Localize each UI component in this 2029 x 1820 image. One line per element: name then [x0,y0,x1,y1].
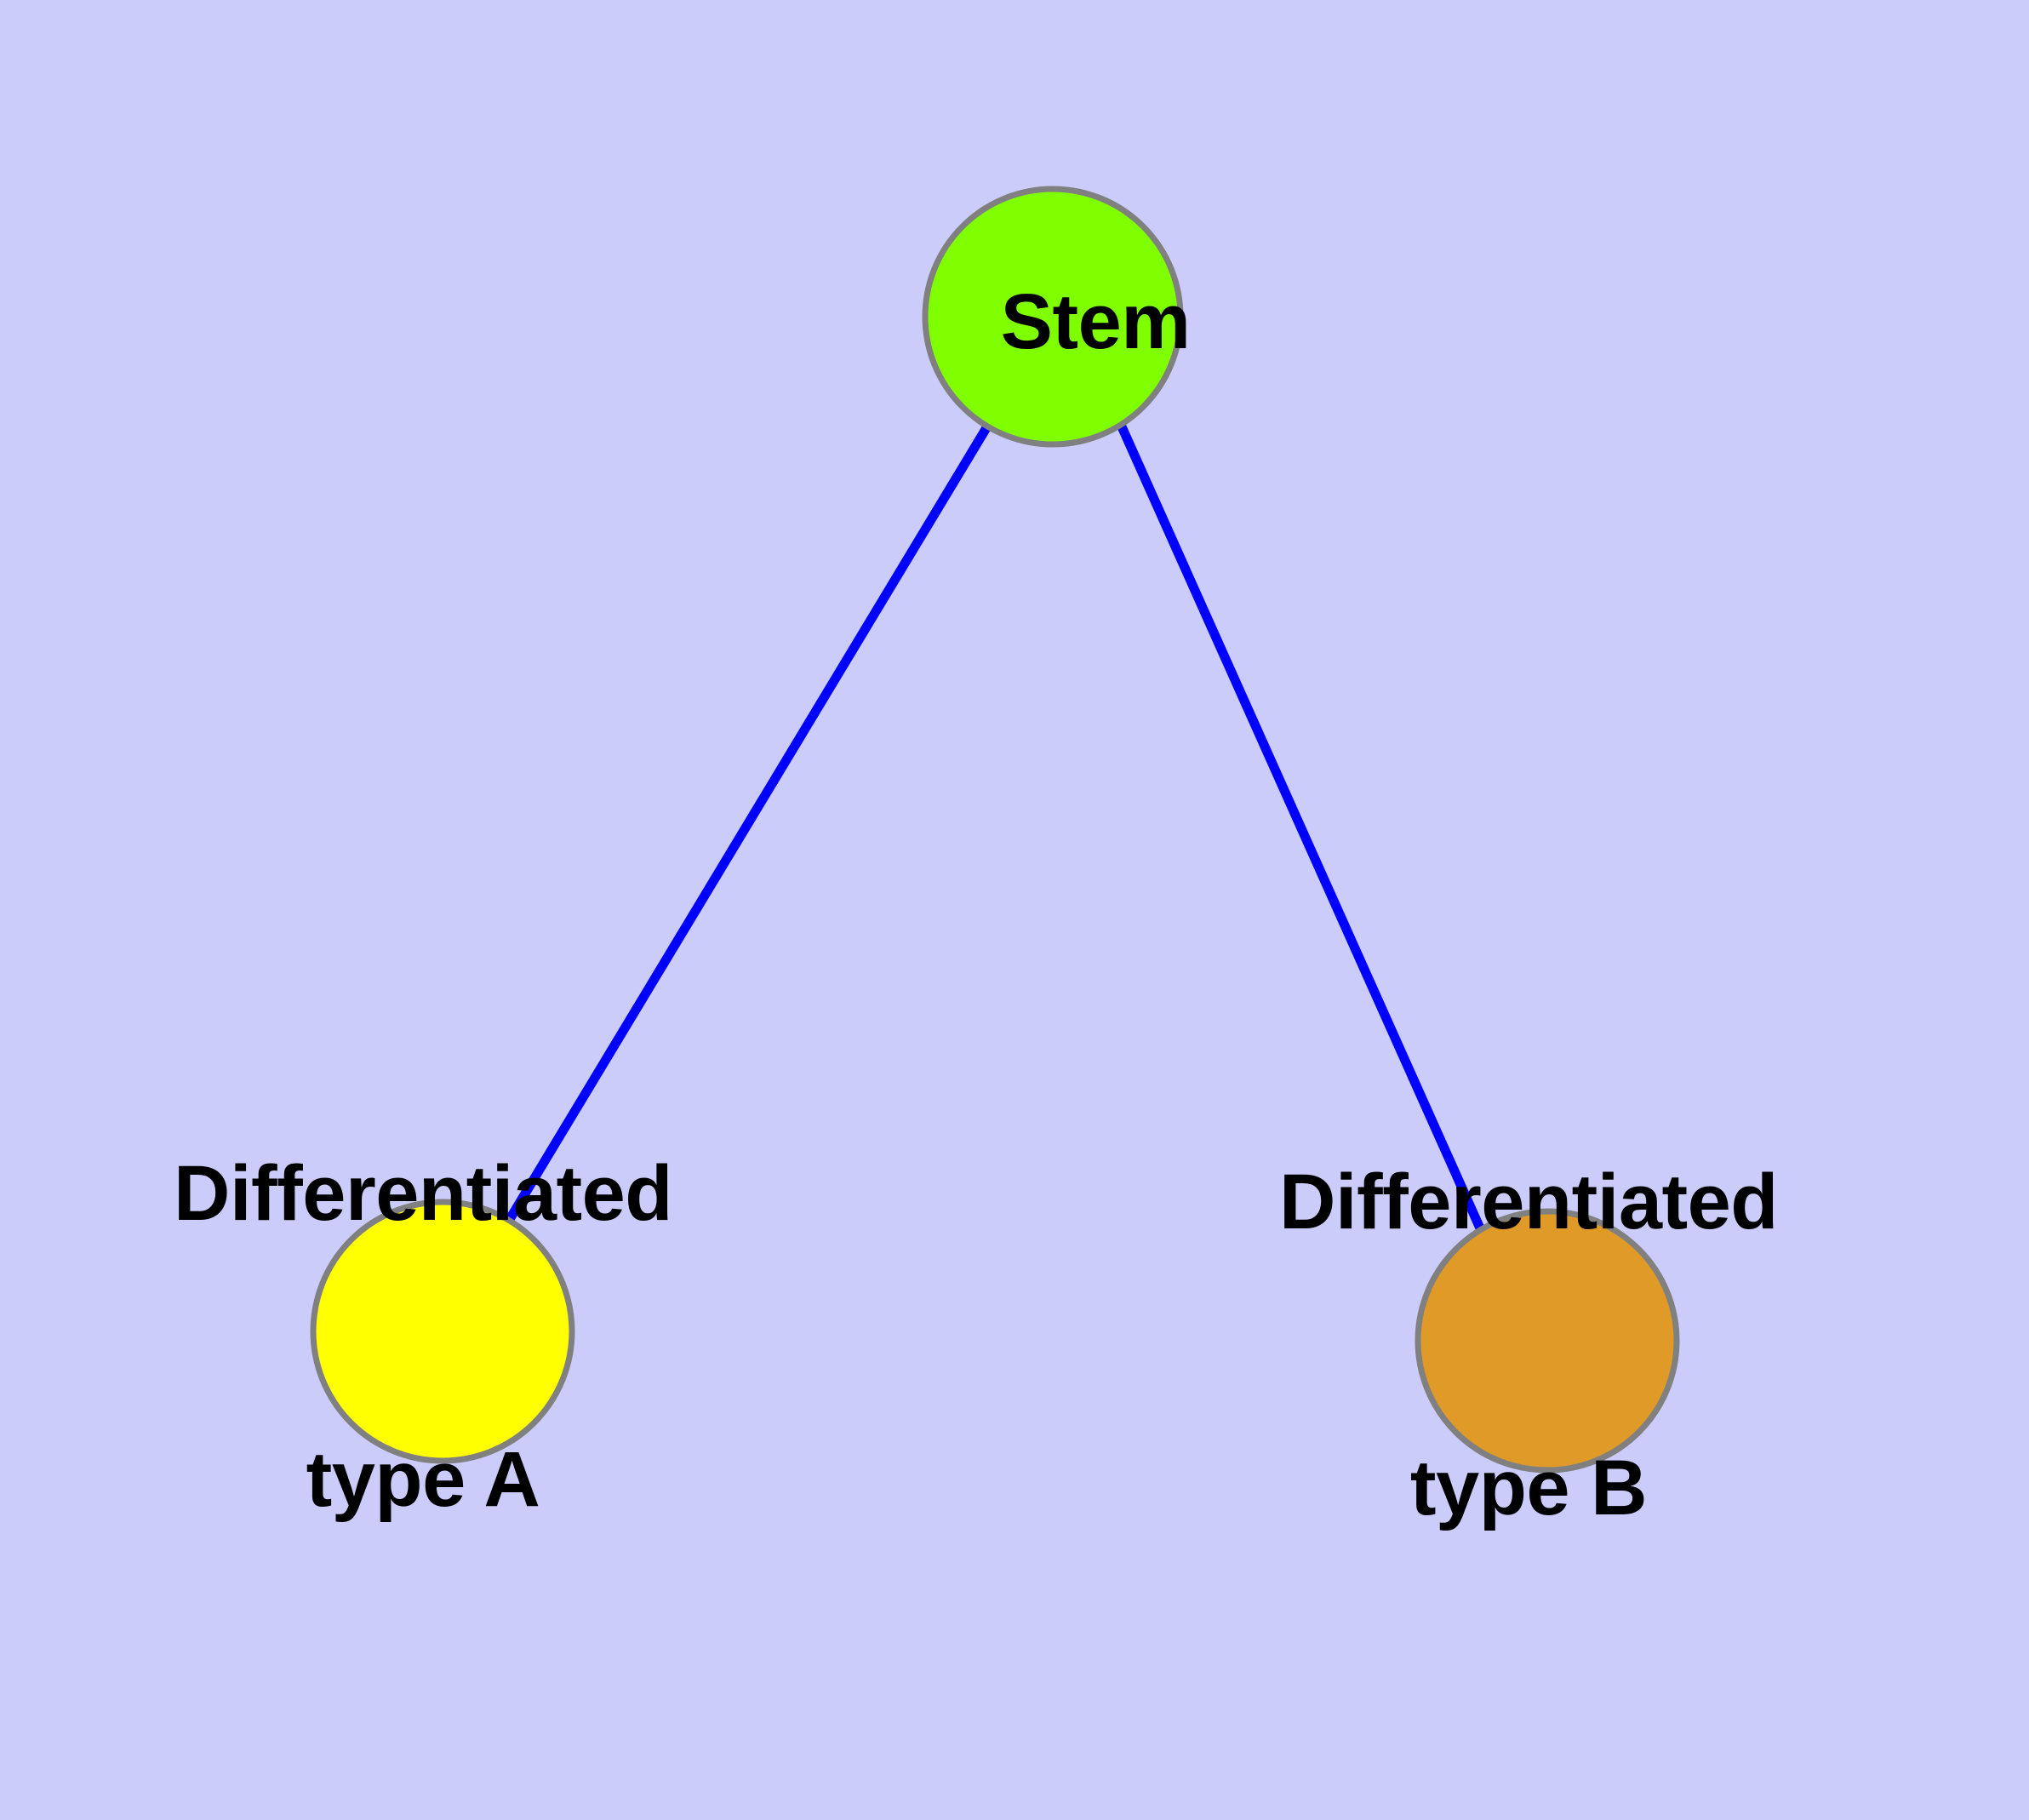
node-layer [310,186,1680,1474]
node-diff-a-circle[interactable] [310,1199,575,1464]
node-stem-circle[interactable] [922,186,1184,448]
node-diff-b-circle[interactable] [1415,1208,1680,1474]
edge-stem-to-diff-a[interactable] [503,424,992,1226]
edge-stem-to-diff-b[interactable] [1116,422,1486,1233]
edge-layer [503,422,1486,1233]
